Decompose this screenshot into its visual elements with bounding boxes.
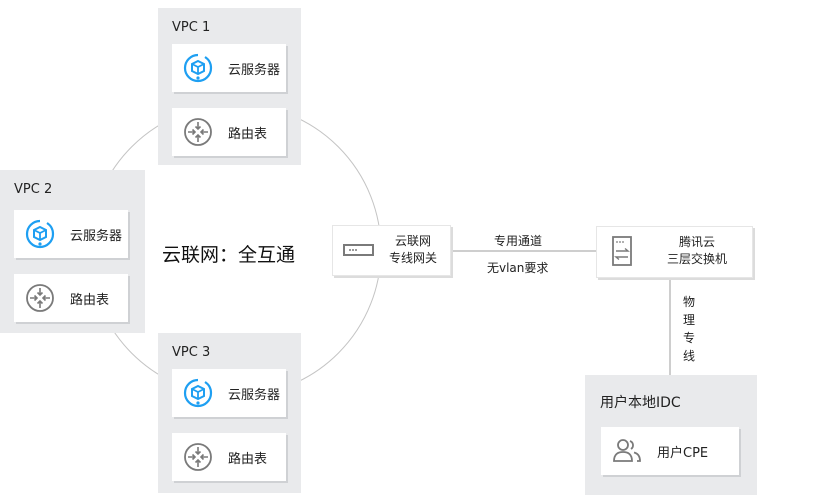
vpc-panel-1: VPC 1 云服务器 路由表 [158, 8, 301, 165]
route-table-icon [26, 284, 54, 312]
center-title: 云联网：全互通 [162, 244, 296, 266]
physical-line-label: 物 理 专 线 [682, 293, 696, 365]
physical-line-char: 线 [682, 349, 695, 363]
card-label: 路由表 [70, 292, 110, 308]
card-label: 云服务器 [228, 62, 281, 78]
route-table-icon [184, 118, 212, 146]
switch-icon [612, 236, 632, 266]
cloud-server-card[interactable]: 云服务器 [172, 44, 286, 92]
gateway-label-line2: 专线网关 [388, 251, 437, 265]
switch-label-line1: 腾讯云 [678, 235, 715, 249]
route-table-icon [184, 443, 212, 471]
users-icon [613, 439, 641, 462]
cloud-server-icon [25, 219, 55, 249]
card-label: 云服务器 [228, 387, 281, 403]
route-table-card[interactable]: 路由表 [172, 433, 286, 481]
gateway-card[interactable]: 云联网 专线网关 [332, 225, 451, 276]
idc-title: 用户本地IDC [600, 395, 681, 411]
link-label-top: 专用通道 [494, 234, 543, 248]
card-label: 用户CPE [657, 445, 709, 461]
cloud-server-card[interactable]: 云服务器 [172, 369, 286, 417]
vpc-panel-3: VPC 3 云服务器 路由表 [158, 333, 301, 493]
card-label: 云服务器 [70, 228, 123, 244]
route-table-card[interactable]: 路由表 [14, 274, 128, 322]
cloud-server-icon [183, 378, 213, 408]
vpc-title: VPC 1 [172, 20, 211, 35]
cpe-card[interactable]: 用户CPE [601, 427, 739, 475]
vpc-panel-2: VPC 2 云服务器 路由表 [0, 170, 145, 333]
route-table-card[interactable]: 路由表 [172, 108, 286, 156]
physical-line-char: 专 [682, 331, 695, 345]
card-label: 路由表 [228, 126, 268, 142]
physical-line-char: 物 [682, 295, 695, 309]
switch-label: 腾讯云 三层交换机 [657, 234, 737, 268]
vpc-title: VPC 3 [172, 345, 211, 360]
link-label-bottom: 无vlan要求 [487, 261, 549, 275]
gateway-icon [343, 244, 374, 256]
gateway-label: 云联网 专线网关 [385, 233, 441, 267]
card-label: 路由表 [228, 451, 268, 467]
switch-card[interactable]: 腾讯云 三层交换机 [596, 226, 753, 278]
physical-line-char: 理 [682, 313, 695, 327]
idc-panel: 用户本地IDC 用户CPE [585, 375, 757, 495]
cloud-server-icon [183, 53, 213, 83]
vpc-title: VPC 2 [14, 182, 53, 197]
gateway-label-line1: 云联网 [394, 234, 431, 248]
cloud-server-card[interactable]: 云服务器 [14, 210, 128, 258]
switch-label-line2: 三层交换机 [666, 252, 727, 266]
